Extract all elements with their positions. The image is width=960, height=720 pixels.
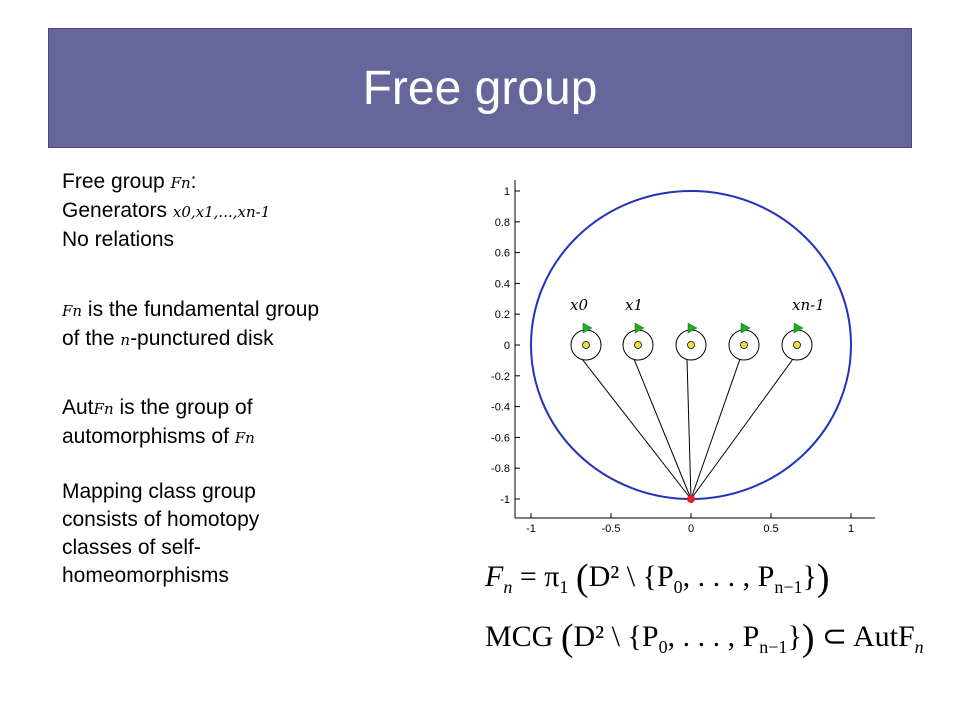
y-tick-label: -0.2 bbox=[491, 371, 510, 383]
label-xn-1: xn-1 bbox=[792, 296, 825, 314]
puncture-point bbox=[793, 341, 801, 349]
label-x0: x0 bbox=[570, 296, 588, 314]
x-tick-label: 0.5 bbox=[763, 523, 778, 535]
line-generators: Generators x0,x1,...,xn-1 bbox=[62, 199, 271, 222]
y-ticks: 1 0.8 0.6 0.4 0.2 0 -0.2 -0.4 -0.6 -0.8 -1 bbox=[491, 186, 520, 506]
base-point bbox=[687, 495, 695, 503]
fundamental-group-paragraph: Fn is the fundamental group of the n-pun… bbox=[62, 298, 320, 350]
y-tick-label: 0 bbox=[504, 340, 510, 352]
title-bar: Free group bbox=[48, 28, 912, 148]
x-tick-label: 1 bbox=[848, 523, 854, 535]
free-group-definition: Free group Fn: Generators x0,x1,...,xn-1… bbox=[62, 168, 270, 254]
label-x1: x1 bbox=[625, 296, 643, 314]
orientation-arrow-icon bbox=[793, 322, 804, 334]
connecting-line bbox=[690, 358, 741, 500]
connecting-line bbox=[690, 358, 794, 500]
y-tick-label: 0.6 bbox=[495, 248, 510, 260]
x-ticks: -1 -0.5 0 0.5 1 bbox=[526, 513, 854, 535]
orientation-arrow-icon bbox=[740, 322, 751, 334]
y-tick-label: 1 bbox=[504, 186, 510, 198]
y-tick-label: -0.4 bbox=[491, 402, 510, 414]
y-tick-label: 0.8 bbox=[495, 217, 510, 229]
x-tick-label: 0 bbox=[688, 523, 694, 535]
puncture-point bbox=[687, 341, 695, 349]
connecting-line bbox=[581, 358, 692, 500]
line-free-group: Free group Fn: bbox=[62, 170, 197, 193]
y-tick-label: 0.2 bbox=[495, 309, 510, 321]
slide-title: Free group bbox=[362, 61, 598, 115]
y-tick-label: 0.4 bbox=[495, 278, 510, 290]
connecting-line bbox=[686, 358, 692, 500]
formula-mapping-class-group: MCG (D² \ {P0, . . . , Pn−1}) ⊂ AutFn bbox=[485, 617, 924, 659]
punctures bbox=[570, 322, 813, 361]
puncture-point bbox=[740, 341, 748, 349]
orientation-arrow-icon bbox=[634, 322, 645, 334]
line-no-relations: No relations bbox=[62, 228, 175, 251]
connecting-lines bbox=[581, 358, 794, 500]
connecting-line bbox=[633, 358, 692, 500]
y-tick-label: -0.8 bbox=[491, 463, 510, 475]
orientation-arrow-icon bbox=[687, 322, 698, 334]
x-tick-label: -0.5 bbox=[602, 523, 621, 535]
y-tick-label: -1 bbox=[500, 494, 510, 506]
automorphism-paragraph: AutFn is the group of automorphisms of F… bbox=[62, 396, 255, 448]
x-tick-label: -1 bbox=[526, 523, 536, 535]
orientation-arrow-icon bbox=[582, 322, 593, 334]
mapping-class-paragraph: Mapping class group consists of homotopy… bbox=[62, 480, 260, 587]
y-tick-label: -0.6 bbox=[491, 432, 510, 444]
punctured-disk-plot: 1 0.8 0.6 0.4 0.2 0 -0.2 -0.4 -0.6 -0.8 -1 -1 -0.5 0… bbox=[491, 180, 875, 535]
puncture-point bbox=[634, 341, 642, 349]
puncture-point bbox=[582, 341, 590, 349]
formula-fundamental-group: Fn = π1 (D² \ {P0, . . . , Pn−1}) bbox=[485, 557, 830, 599]
